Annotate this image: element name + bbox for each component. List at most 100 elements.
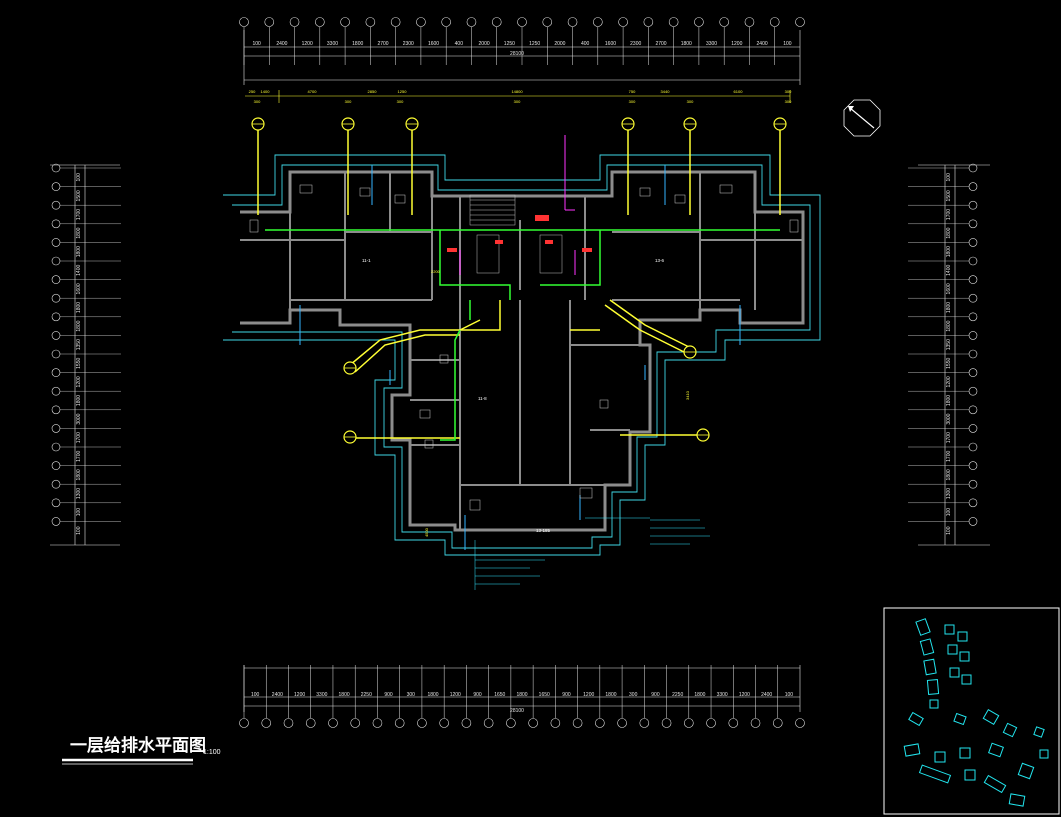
axis-bubble [572, 718, 583, 728]
fire-hydrants [447, 215, 592, 252]
axis-bubble [661, 718, 672, 728]
key-plan-building [988, 742, 1004, 758]
dimension-value: 300 [407, 692, 416, 698]
dimension-value: 1700 [76, 209, 82, 220]
fixture-symbol [639, 187, 651, 197]
axis-bubble [795, 718, 805, 728]
axis-bubble [315, 17, 325, 27]
key-plan-building [944, 624, 955, 635]
dimension-value: 1550 [76, 358, 82, 369]
north-arrow-icon [843, 99, 881, 137]
top-axis-bubbles [239, 17, 805, 65]
dimension-value: 3300 [717, 692, 728, 698]
axis-bubble [968, 256, 978, 266]
dimension-value: 1800 [76, 246, 82, 257]
dimension-value: 1800 [352, 41, 363, 47]
axis-bubble [350, 718, 361, 728]
dimension-value: 1800 [946, 246, 952, 257]
axis-bubble [968, 238, 978, 247]
axis-bubble [795, 17, 805, 27]
dimension-value: 1800 [339, 692, 350, 698]
axis-bubble [390, 17, 401, 27]
upper-sub-dimension: 300 [785, 99, 792, 104]
key-plan-building [1017, 762, 1035, 780]
axis-bubble [394, 718, 405, 728]
dimension-value: 1700 [76, 451, 82, 462]
dimension-value: 900 [384, 692, 393, 698]
axis-bubble [968, 405, 978, 415]
left-dimension-values: 1001500170018001800140016001800180013501… [76, 173, 82, 535]
dimension-value: 1600 [605, 41, 616, 47]
dimension-value: 1200 [76, 376, 82, 387]
dimension-value: 2300 [403, 41, 414, 47]
left-axis-bubbles [51, 163, 121, 526]
dimension-value: 3300 [316, 692, 327, 698]
dimension-value: 1500 [946, 190, 952, 201]
dimension-value: 1800 [76, 302, 82, 313]
dimension-value: 1300 [76, 488, 82, 499]
axis-bubble [441, 17, 451, 27]
dimension-value: 1200 [583, 692, 594, 698]
dimension-value: 100 [76, 508, 82, 517]
axis-bubble [968, 517, 978, 526]
dimension-value: 1800 [694, 692, 705, 698]
drawing-title: 一层给排水平面图 [70, 735, 206, 755]
upper-sub-dimension: 300 [397, 99, 404, 104]
axis-bubble [51, 442, 61, 452]
dimension-value: 100 [946, 526, 952, 535]
right-dimension-values: 1001500170018001800140016001800180013501… [946, 173, 952, 535]
key-plan-building [929, 699, 939, 709]
axis-bubble [239, 17, 249, 27]
dimension-value: 2250 [361, 692, 372, 698]
axis-bubble [968, 200, 978, 210]
dimension-value: 2250 [672, 692, 683, 698]
plan-dim-right: 3410 [685, 390, 690, 400]
axis-bubble [618, 17, 628, 27]
axis-bubble [51, 479, 61, 489]
axis-bubble [593, 17, 603, 27]
axis-bubble [51, 461, 61, 470]
dimension-value: 1800 [605, 692, 616, 698]
dimension-value: 1200 [450, 692, 461, 698]
dimension-value: 2400 [757, 41, 768, 47]
dimension-value: 1550 [946, 358, 952, 369]
axis-bubble [283, 718, 294, 728]
key-plan-building [982, 708, 1000, 726]
dimension-value: 1700 [946, 432, 952, 443]
key-plan-building [964, 769, 976, 781]
axis-bubble [365, 17, 376, 27]
dimension-value: 1800 [946, 320, 952, 331]
dimension-value: 300 [629, 692, 638, 698]
key-plan [883, 607, 1060, 815]
fire-pipes [459, 135, 576, 275]
axis-bubble [968, 331, 978, 340]
water-supply-pipes [257, 128, 781, 439]
upper-dimension-value: 250 [249, 89, 256, 94]
axis-bubble [289, 17, 300, 27]
key-plan-building [919, 638, 935, 656]
axis-bubble [719, 17, 729, 27]
room-label-right-hall: 13-6 [655, 258, 665, 263]
room-label-left-hall: 11-1 [362, 258, 371, 263]
dimension-value: 1800 [427, 692, 438, 698]
key-plan-building [926, 679, 940, 695]
dimension-value: 1500 [76, 190, 82, 201]
axis-bubble [968, 312, 978, 322]
dimension-value: 1400 [76, 265, 82, 276]
axis-bubble [305, 718, 316, 728]
dimension-value: 1800 [946, 302, 952, 313]
upper-dimension-value: 14800 [511, 89, 523, 94]
fixture-symbol [579, 487, 593, 499]
dimension-value: 100 [252, 41, 261, 47]
dimension-value: 1800 [76, 320, 82, 331]
dimension-value: 1650 [494, 692, 505, 698]
axis-bubble [706, 718, 716, 728]
plan-dim-bottom: 4500 [424, 527, 429, 537]
dimension-value: 900 [651, 692, 660, 698]
dimension-value: 2700 [655, 41, 666, 47]
key-plan-building [953, 712, 967, 726]
axis-bubble [968, 386, 978, 396]
dimension-value: 1800 [946, 469, 952, 480]
